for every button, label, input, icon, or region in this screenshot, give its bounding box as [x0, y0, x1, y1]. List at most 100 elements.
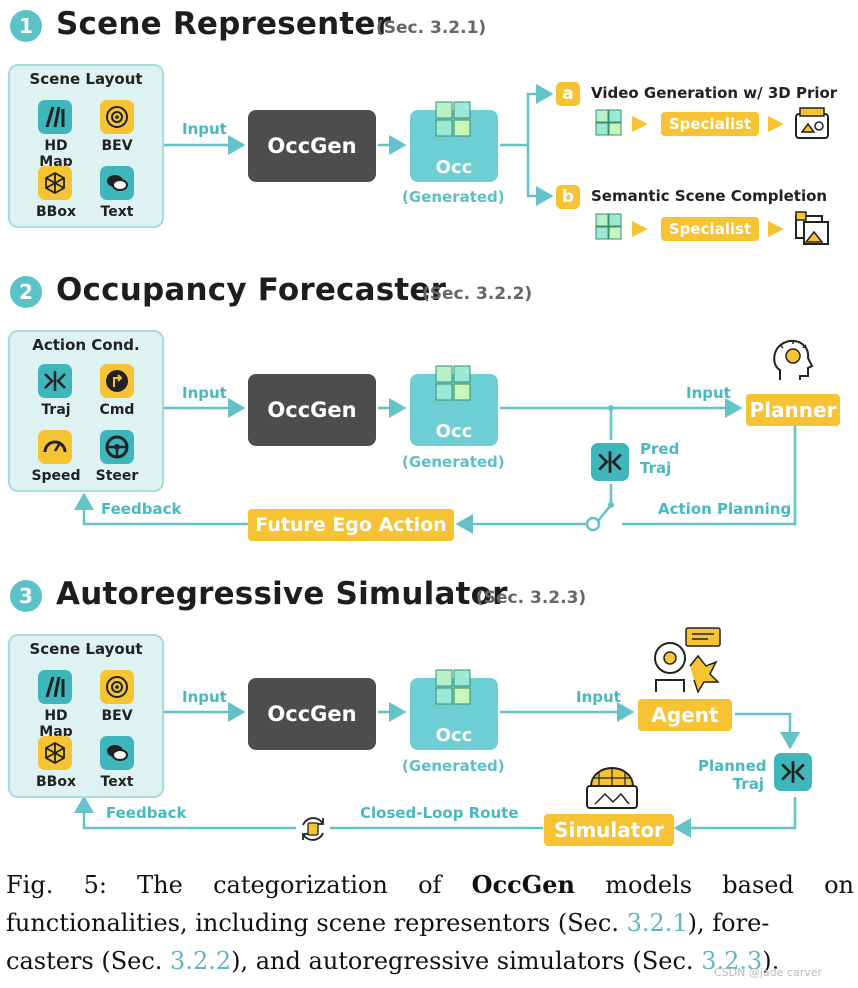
s2-occ-cube-icon: [435, 365, 471, 401]
caption-line2-b: ), fore-: [687, 909, 770, 937]
speed-label: Speed: [31, 468, 81, 484]
speed-icon: [38, 430, 72, 464]
task-a-arrow-2: [768, 116, 784, 132]
bev-label: BEV: [101, 138, 133, 154]
s2-feedback-arrow: [74, 492, 248, 526]
section-3-number: 3: [10, 580, 42, 612]
caption-ref-322[interactable]: 3.2.2: [170, 947, 232, 975]
section-2-number: 2: [10, 276, 42, 308]
steer-icon: [100, 430, 134, 464]
traj-icon: [38, 364, 72, 398]
loop-refresh-icon: [297, 813, 329, 845]
s2-input-label: Input: [182, 384, 227, 402]
caption-line2-a: functionalities, including scene represe…: [6, 909, 627, 937]
caption-ref-323[interactable]: 3.2.3: [701, 947, 763, 975]
s3-agent-to-traj-arrow: [735, 712, 800, 750]
pred-traj-label-line1: Pred: [640, 440, 680, 458]
text-icon: [100, 166, 134, 200]
section-2-title: Occupancy Forecaster: [56, 272, 447, 308]
action-cond-title: Action Cond.: [32, 336, 140, 354]
cmd-label: Cmd: [99, 402, 135, 418]
task-b-occ-icon: [595, 213, 622, 240]
s1-occgen-box: OccGen: [248, 110, 376, 182]
s2-occgen-box: OccGen: [248, 374, 376, 446]
connector-layer: [74, 84, 800, 838]
agent-box: Agent: [638, 699, 732, 731]
caption-line3-b: ), and autoregressive simulators (Sec.: [231, 947, 702, 975]
s3-input-label: Input: [182, 688, 227, 706]
caption-line-3: casters (Sec. 3.2.2), and autoregressive…: [6, 942, 854, 980]
steer-label: Steer: [95, 468, 139, 484]
task-a-label: Video Generation w/ 3D Prior: [591, 84, 838, 102]
section-1-number: 1: [10, 10, 42, 42]
bbox-icon: [38, 736, 72, 770]
cmd-icon: [100, 364, 134, 398]
s2-junction-dot: [608, 405, 614, 411]
planner-box: Planner: [746, 394, 840, 426]
caption-ref-321[interactable]: 3.2.1: [626, 909, 688, 937]
pred-traj-icon: [591, 443, 629, 481]
s2-generated-label: (Generated): [402, 453, 505, 471]
text-label: Text: [100, 204, 134, 220]
s2-planner-input-label: Input: [686, 384, 731, 402]
scene-layout-title: Scene Layout: [29, 70, 143, 88]
s3-occgen-box: OccGen: [248, 678, 376, 750]
scene-completion-output-icon: [795, 211, 829, 245]
s3-occ-label: Occ: [435, 725, 473, 746]
s3-traj-to-simulator-arrow: [673, 797, 797, 838]
s1-branch-a-arrow: [500, 84, 554, 147]
bbox-icon: [38, 166, 72, 200]
closed-loop-route-label: Closed-Loop Route: [360, 804, 519, 822]
bbox-label: BBox: [36, 774, 76, 790]
bev-icon: [100, 100, 134, 134]
hd-map-icon: [38, 100, 72, 134]
traj-label: Traj: [41, 402, 71, 418]
task-b-specialist: Specialist: [661, 217, 759, 241]
planner-head-icon: [773, 339, 814, 380]
s3-generated-label: (Generated): [402, 757, 505, 775]
pred-traj-label-line2: Traj: [640, 459, 672, 477]
s2-switch-blade: [597, 504, 612, 522]
scene-layout-panel-3: Scene Layout HD Map BEV BBox Text: [8, 634, 164, 798]
future-ego-action-box: Future Ego Action: [248, 509, 454, 541]
task-b-letter: b: [556, 185, 580, 209]
scene-layout-title: Scene Layout: [29, 640, 143, 658]
section-3-title: Autoregressive Simulator: [56, 576, 508, 612]
s1-occ-box: Occ: [410, 110, 498, 182]
bbox-label: BBox: [36, 204, 76, 220]
planned-traj-label-line2: Traj: [732, 775, 764, 793]
task-b-arrow-1: [632, 221, 648, 237]
caption-line-2: functionalities, including scene represe…: [6, 904, 854, 942]
section-2-ref: (Sec. 3.2.2): [422, 284, 533, 304]
action-planning-label: Action Planning: [658, 500, 792, 518]
s2-feedback-label: Feedback: [101, 500, 182, 518]
s1-generated-label: (Generated): [402, 188, 505, 206]
section-1-ref: (Sec. 3.2.1): [376, 18, 487, 38]
agent-robot-icon: [654, 627, 721, 694]
task-b-label: Semantic Scene Completion: [591, 187, 828, 205]
s2-switch-contact: [608, 502, 614, 508]
simulator-dome-icon: [586, 767, 638, 809]
caption-prefix: Fig. 5: The categorization of: [6, 871, 472, 899]
scene-layout-panel-1: Scene Layout HD Map BEV BBox Text: [8, 64, 164, 228]
section-3-ref: (Sec. 3.2.3): [476, 588, 587, 608]
task-b-arrow-2: [768, 221, 784, 237]
s1-branch-b-arrow: [526, 145, 554, 206]
s2-occ-label: Occ: [435, 421, 473, 442]
caption-line3-a: casters (Sec.: [6, 947, 171, 975]
hd-map-icon: [38, 670, 72, 704]
s3-agent-input-label: Input: [576, 688, 621, 706]
s2-occ-box: Occ: [410, 374, 498, 446]
s2-switch-pivot: [585, 516, 601, 532]
caption-line-1: Fig. 5: The categorization of OccGen mod…: [6, 866, 854, 904]
s1-occ-label: Occ: [435, 157, 473, 178]
section-1-title: Scene Representer: [56, 6, 392, 42]
bev-label: BEV: [101, 708, 133, 724]
task-a-occ-icon: [595, 109, 622, 136]
s1-input-label: Input: [182, 120, 227, 138]
task-a-specialist: Specialist: [661, 112, 759, 136]
task-a-arrow-1: [632, 116, 648, 132]
caption-line3-c: ).: [762, 947, 780, 975]
s3-occ-box: Occ: [410, 678, 498, 750]
action-cond-panel: Action Cond. Traj Cmd Speed Steer: [8, 330, 164, 492]
